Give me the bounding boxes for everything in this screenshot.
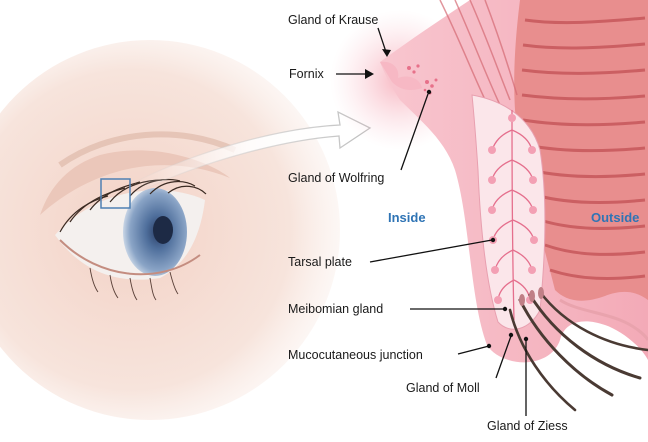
label-gland-of-krause: Gland of Krause — [288, 14, 378, 27]
label-inside: Inside — [388, 211, 426, 224]
label-gland-of-moll: Gland of Moll — [406, 382, 480, 395]
label-gland-of-ziess: Gland of Ziess — [487, 420, 568, 433]
label-meibomian-gland: Meibomian gland — [288, 303, 383, 316]
label-fornix: Fornix — [289, 68, 324, 81]
leader-mucocutaneous — [458, 346, 489, 354]
label-tarsal-plate: Tarsal plate — [288, 256, 352, 269]
eye-illustration — [0, 40, 340, 420]
label-mucocutaneous-junction: Mucocutaneous junction — [288, 349, 423, 362]
label-gland-of-wolfring: Gland of Wolfring — [288, 172, 384, 185]
label-outside: Outside — [591, 211, 639, 224]
